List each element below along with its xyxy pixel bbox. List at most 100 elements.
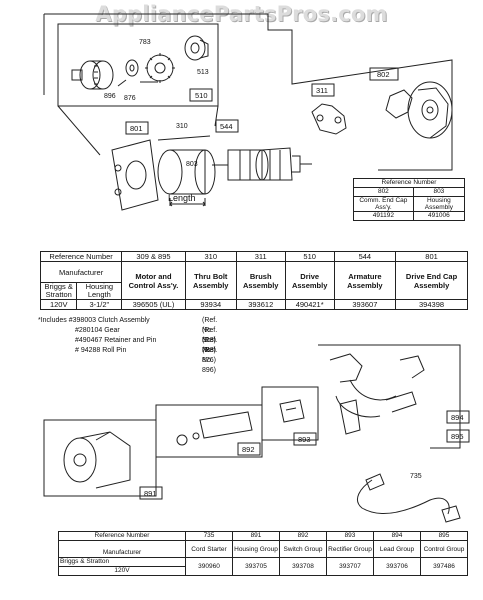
callout-876: 876	[124, 95, 136, 102]
housing-group-891-drawing	[63, 431, 131, 489]
col-desc-5: Drive End Cap Assembly	[395, 261, 468, 300]
ref-col-802: 802	[353, 187, 414, 197]
callout-783: 783	[139, 39, 151, 46]
bot-voltage-cell: 120V	[58, 566, 186, 576]
bot-col-desc-4: Lead Group	[373, 540, 421, 558]
rectifier-893-drawing	[279, 399, 305, 423]
drive-end-cap-801-drawing	[111, 139, 159, 211]
bot-col-ref-5: 895	[420, 531, 468, 541]
footnote-row: # 94288 Roll Pin (Ref. No. 896)	[38, 346, 217, 374]
col-ref-1: 310	[184, 251, 237, 262]
bot-col-desc-0: Cord Starter	[185, 540, 233, 558]
manufacturer-header: Manufacturer	[39, 261, 123, 283]
callout-803: 803	[186, 161, 198, 168]
footnote-text: # 94288 Roll Pin	[75, 347, 127, 354]
bot-col-part-5: 397486	[420, 557, 468, 576]
col-part-3: 490421*	[284, 299, 335, 310]
callout-896: 896	[104, 93, 116, 100]
callout-544: 544	[220, 122, 233, 131]
col-ref-4: 544	[333, 251, 397, 262]
bot-col-ref-4: 894	[373, 531, 421, 541]
col-part-1: 93934	[184, 299, 237, 310]
ref-desc-803: Housing Assembly	[412, 196, 466, 212]
ref-part-803: 491006	[412, 211, 466, 221]
briggs-stratton-header: Briggs & Stratton	[39, 282, 78, 300]
footnote-row: #490467 Retainer and Pin (Ref. No. 876)	[38, 336, 217, 364]
bot-col-desc-2: Switch Group	[279, 540, 327, 558]
bot-col-part-3: 393707	[326, 557, 374, 576]
footnote-ref: (Ref. No. 513)	[202, 317, 218, 344]
length-label: Length	[168, 193, 196, 203]
col-part-4: 393607	[333, 299, 397, 310]
includes-footnotes: *Includes #398003 Clutch Assembly (Ref. …	[38, 316, 217, 374]
brush-311-drawing	[311, 89, 413, 135]
bot-col-desc-3: Rectifier Group	[326, 540, 374, 558]
ref-part-802: 491192	[353, 211, 414, 221]
callout-801: 801	[130, 124, 143, 133]
footnote-ref: (Ref. No. 876)	[202, 337, 218, 364]
switch-group-892-drawing	[176, 411, 253, 446]
col-part-2: 393612	[235, 299, 286, 310]
housing-length-header: Housing Length	[76, 282, 123, 300]
drive-pinion-drawing	[71, 60, 114, 90]
col-ref-3: 510	[284, 251, 335, 262]
ref-desc-802: Comm. End Cap Ass'y.	[353, 196, 414, 212]
footnote-row: *Includes #398003 Clutch Assembly (Ref. …	[38, 316, 217, 344]
bot-col-part-0: 390960	[185, 557, 233, 576]
callout-891: 891	[144, 489, 157, 498]
bot-manufacturer-header: Manufacturer	[58, 540, 186, 558]
col-ref-0: 309 & 895	[121, 251, 186, 262]
bot-col-desc-5: Control Group	[420, 540, 468, 558]
thru-bolt-drawing	[157, 135, 211, 141]
bot-ref-number-header: Reference Number	[58, 531, 186, 541]
cord-735-drawing	[357, 473, 461, 523]
bot-col-part-2: 393708	[279, 557, 327, 576]
col-desc-0: Motor and Control Ass'y.	[121, 261, 186, 300]
callout-802: 802	[377, 70, 390, 79]
col-ref-5: 801	[395, 251, 468, 262]
bot-col-part-4: 393706	[373, 557, 421, 576]
voltage-cell: 120V	[39, 299, 78, 310]
col-desc-1: Thru Bolt Assembly	[184, 261, 237, 300]
bot-col-ref-0: 735	[185, 531, 233, 541]
callout-895: 895	[451, 432, 464, 441]
footnote-text: *Includes #398003 Clutch Assembly	[38, 317, 150, 324]
col-desc-4: Armature Assembly	[333, 261, 397, 300]
bot-col-part-1: 393705	[232, 557, 280, 576]
col-desc-2: Brush Assembly	[235, 261, 286, 300]
footnote-row: #280104 Gear (Ref. No. 783)	[38, 326, 217, 354]
footnote-ref: (Ref. No. 783)	[202, 327, 218, 354]
length-cell: 3-1/2"	[76, 299, 123, 310]
motor-parts-table: Reference Number 309 & 895 310 311 510 5…	[39, 251, 468, 310]
col-ref-2: 311	[235, 251, 286, 262]
housing-803-drawing	[157, 149, 216, 195]
ref-number-header: Reference Number	[39, 251, 123, 262]
callout-510: 510	[195, 91, 208, 100]
end-cap-housing-ref-table: Reference Number 802 803 Comm. End Cap A…	[353, 178, 466, 221]
end-cap-802-drawing	[407, 81, 453, 139]
lead-group-894-drawing	[329, 353, 425, 435]
callout-311: 311	[316, 86, 328, 95]
clutch-513-drawing	[184, 35, 209, 61]
footnote-text: #280104 Gear	[75, 327, 120, 334]
footnote-ref: (Ref. No. 896)	[202, 347, 218, 374]
callout-513: 513	[197, 69, 209, 76]
col-part-5: 394398	[395, 299, 468, 310]
col-part-0: 396505 (UL)	[121, 299, 186, 310]
callout-735: 735	[410, 473, 422, 480]
armature-544-drawing	[212, 147, 312, 181]
bot-col-ref-1: 891	[232, 531, 280, 541]
callout-892: 892	[242, 445, 255, 454]
callout-893: 893	[298, 435, 311, 444]
callout-894: 894	[451, 413, 464, 422]
bot-col-ref-2: 892	[279, 531, 327, 541]
footnote-text: #490467 Retainer and Pin	[75, 337, 157, 344]
bot-briggs-label: Briggs & Stratton	[58, 557, 186, 567]
callout-310: 310	[176, 123, 188, 130]
ref-col-803: 803	[412, 187, 466, 197]
washer-drawing	[125, 59, 139, 77]
ref-table-title: Reference Number	[353, 178, 465, 188]
bot-col-ref-3: 893	[326, 531, 374, 541]
gear-783-drawing	[145, 53, 175, 83]
